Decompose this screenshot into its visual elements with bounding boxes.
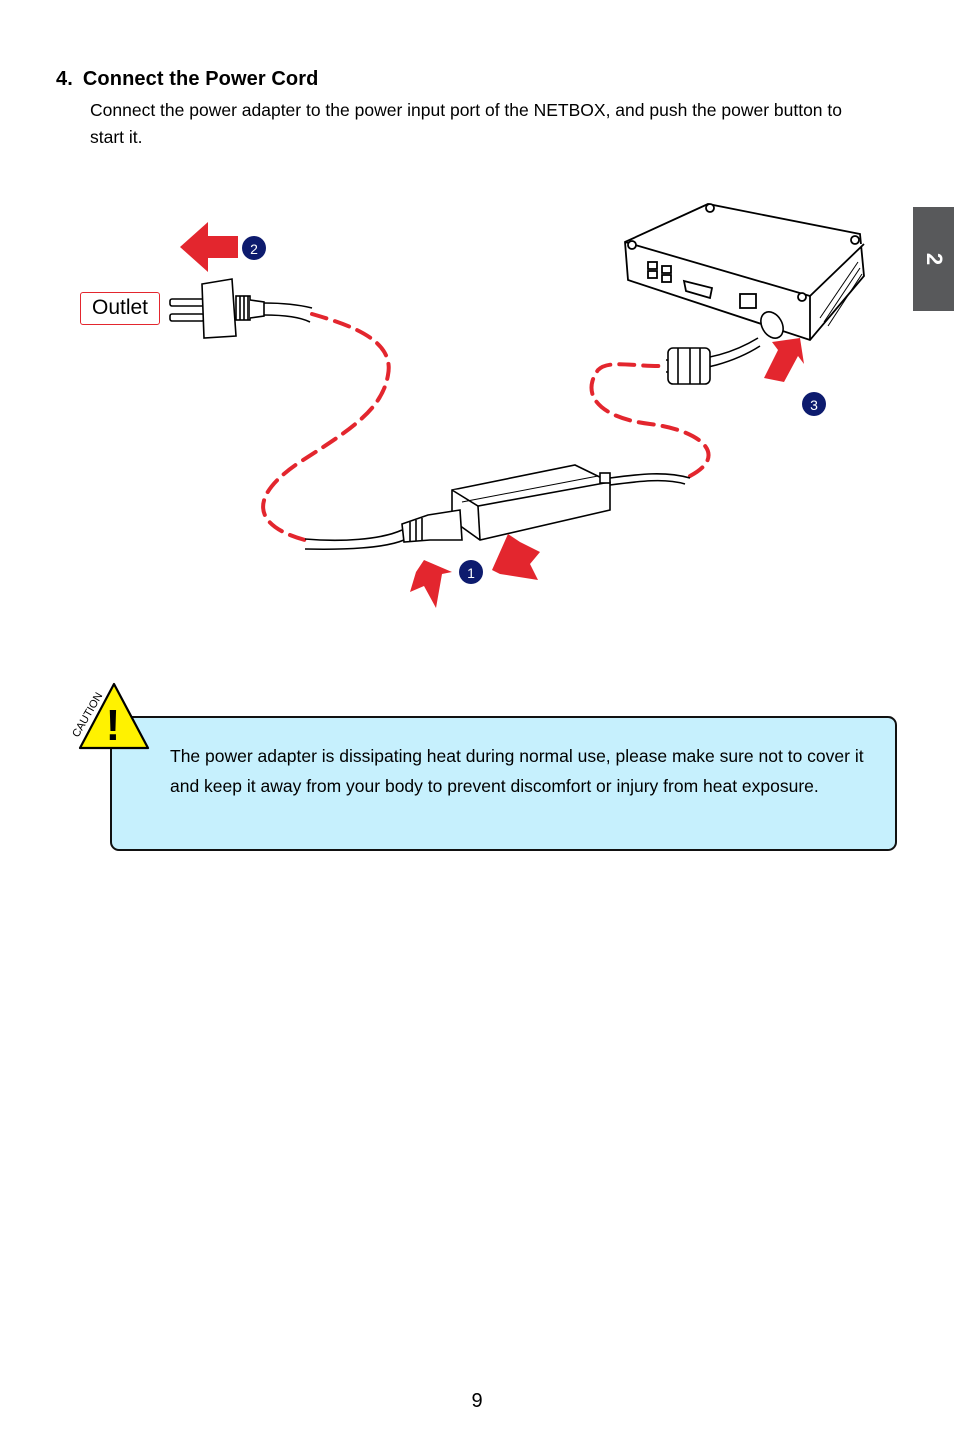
power-plug-icon [169,278,313,339]
red-arrow-icon [180,222,804,608]
section-body: Connect the power adapter to the power i… [90,100,842,147]
step-badge-1: 1 [467,565,475,581]
section-number: 4. [56,68,73,90]
outlet-label: Outlet [80,292,160,325]
caution-text: The power adapter is dissipating heat du… [170,746,864,796]
caution-symbol: ! [106,701,121,750]
netbox-device-icon [624,203,865,342]
step-badges: 2 3 1 [242,236,826,584]
caution-box: The power adapter is dissipating heat du… [110,716,897,851]
step-badge-2: 2 [250,241,258,257]
page-number: 9 [471,1390,483,1412]
dc-cable [304,473,691,551]
cable-dashed-path [261,312,711,542]
section-title: Connect the Power Cord [82,68,319,90]
power-adapter-icon [401,464,611,543]
section-heading: 4. Connect the Power Cord [56,68,318,91]
caution-warning-icon: ! CAUTION [70,682,150,750]
power-connection-diagram: 2 3 1 [169,203,865,608]
chapter-tab: 2 [913,207,954,311]
device-cable [665,311,784,385]
step-badge-3: 3 [810,397,818,413]
